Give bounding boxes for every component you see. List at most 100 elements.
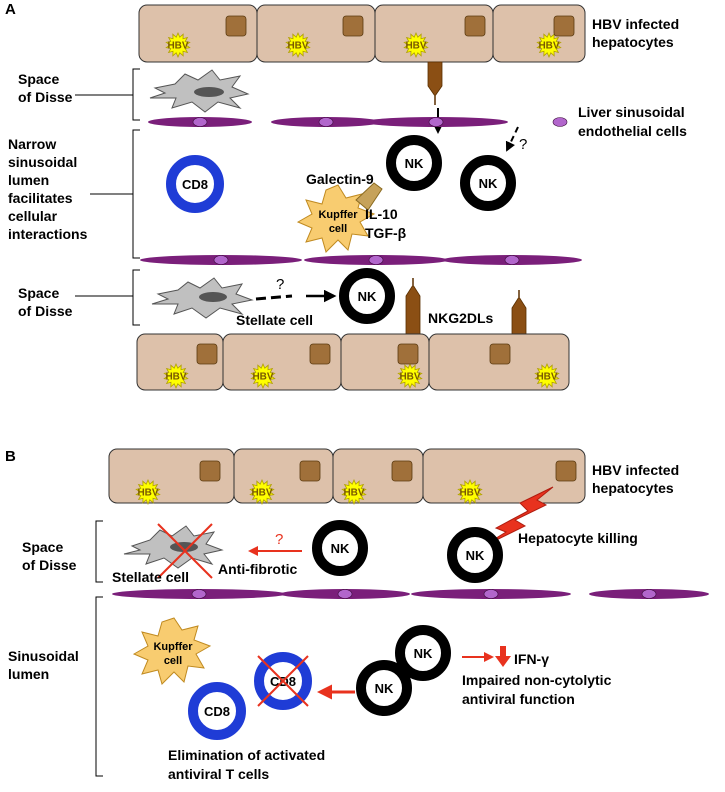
narrow-lumen-line4: facilitates — [8, 190, 73, 206]
hepatocyte-cell: HBV — [492, 4, 586, 63]
kupffer-projection — [355, 182, 383, 211]
panel-b-label: B — [5, 448, 16, 465]
svg-text:NK: NK — [466, 548, 485, 563]
kupffer-cell-b: Kupffer cell — [132, 617, 212, 685]
hepatocyte-nucleus — [553, 15, 575, 37]
cd8-cell-b2: CD8 — [188, 682, 246, 740]
space-of-disse-label-1-line1: Space — [18, 71, 59, 87]
bracket-lumen — [90, 129, 140, 259]
hepatocyte-cell: HBV — [108, 448, 235, 506]
svg-text:NK: NK — [358, 289, 377, 304]
hbv-infected-label-b-line2: hepatocytes — [592, 480, 674, 496]
kupffer-cell-a: Kupffer cell — [296, 184, 376, 253]
hepatocyte-nucleus — [196, 343, 218, 365]
hbv-virus-icon: HBV — [249, 478, 275, 506]
endothelial-cell — [140, 255, 302, 265]
space-of-disse-label-1-line2: of Disse — [18, 89, 73, 105]
nkg2dl-receptor-2 — [511, 290, 527, 336]
hbv-label: HBV — [343, 488, 364, 499]
endothelial-cell — [364, 117, 508, 127]
endothelial-cell — [411, 589, 571, 599]
svg-text:NK: NK — [479, 176, 498, 191]
hbv-virus-icon: HBV — [534, 362, 560, 390]
svg-text:NK: NK — [331, 541, 350, 556]
hepatocyte-nucleus — [391, 460, 413, 482]
svg-text:CD8: CD8 — [204, 704, 230, 719]
hepatocyte-nucleus — [555, 460, 577, 482]
il10-label: IL-10 — [365, 206, 398, 222]
narrow-lumen-line1: Narrow — [8, 136, 56, 152]
hepatocyte-nucleus — [342, 15, 364, 37]
cd8-cross-icon — [257, 655, 309, 707]
hepatocyte-cell: HBV — [256, 4, 376, 63]
narrow-lumen-line2: sinusoidal — [8, 154, 77, 170]
endothelial-row-a2 — [140, 255, 582, 265]
hbv-infected-label-a-line2: hepatocytes — [592, 34, 674, 50]
anti-fibrotic-label: Anti-fibrotic — [218, 561, 298, 577]
endothelial-row-a1 — [148, 117, 568, 127]
hbv-label: HBV — [167, 41, 188, 52]
svg-text:NK: NK — [375, 681, 394, 696]
bracket-disse-1 — [75, 68, 140, 121]
stellate-cell-label-b: Stellate cell — [112, 569, 189, 585]
space-of-disse-label-b-line1: Space — [22, 539, 63, 555]
endothelial-cell — [552, 117, 568, 127]
hepatocyte-killing-label: Hepatocyte killing — [518, 530, 638, 546]
hbv-virus-icon: HBV — [165, 31, 191, 59]
hepatocyte-nucleus — [299, 460, 321, 482]
endothelial-cell — [148, 117, 252, 127]
nkg2dls-label: NKG2DLs — [428, 310, 494, 326]
hbv-virus-icon: HBV — [457, 478, 483, 506]
hepatocyte-row-a-top: HBV HBV HBV HBV — [138, 4, 586, 63]
hepatocyte-nucleus — [397, 343, 419, 365]
hepatocyte-nucleus — [489, 343, 511, 365]
question-mark-1: ? — [519, 136, 527, 153]
hbv-label: HBV — [399, 372, 420, 383]
hbv-label: HBV — [538, 41, 559, 52]
hbv-label: HBV — [165, 372, 186, 383]
receptor-top — [427, 61, 443, 105]
hbv-virus-icon: HBV — [163, 362, 189, 390]
panel-a-label: A — [5, 1, 16, 18]
endothelial-cell — [112, 589, 286, 599]
nk-cell-a1: NK — [386, 135, 442, 191]
hepatocyte-cell: HBV — [428, 333, 570, 391]
bracket-disse-2 — [75, 269, 140, 326]
down-arrow-icon — [495, 646, 511, 667]
elimination-line2: antiviral T cells — [168, 766, 269, 782]
hbv-label: HBV — [287, 41, 308, 52]
hepatocyte-cell: HBV — [233, 448, 334, 506]
nk-cell-b4: NK — [356, 660, 412, 716]
hepatocyte-cell: HBV — [374, 4, 494, 63]
hepatocyte-cell: HBV — [136, 333, 224, 391]
endothelial-row-b — [112, 589, 709, 599]
svg-text:NK: NK — [414, 646, 433, 661]
hepatocyte-cell: HBV — [222, 333, 342, 391]
hepatocyte-row-b-top: HBV HBV HBV HBV — [108, 448, 586, 506]
hbv-virus-icon: HBV — [397, 362, 423, 390]
impaired-line1: Impaired non-cytolytic — [462, 672, 612, 688]
hepatocyte-nucleus — [225, 15, 247, 37]
hbv-label: HBV — [459, 488, 480, 499]
hbv-label: HBV — [252, 372, 273, 383]
hepatocyte-cell: HBV — [138, 4, 258, 63]
impaired-line2: antiviral function — [462, 691, 575, 707]
nk-cell-b2: NK — [447, 527, 503, 583]
ifn-gamma-label: IFN-γ — [514, 651, 549, 667]
endothelial-cell — [271, 117, 381, 127]
narrow-lumen-line6: interactions — [8, 226, 88, 242]
svg-text:CD8: CD8 — [182, 177, 208, 192]
hbv-label: HBV — [405, 41, 426, 52]
svg-text:cell: cell — [164, 655, 182, 667]
elimination-line1: Elimination of activated — [168, 747, 325, 763]
hepatocyte-nucleus — [464, 15, 486, 37]
svg-text:Kupffer: Kupffer — [318, 209, 358, 221]
stellate-cell-2 — [151, 277, 254, 319]
narrow-lumen-line3: lumen — [8, 172, 49, 188]
nk-cell-b1: NK — [312, 520, 368, 576]
svg-text:Kupffer: Kupffer — [153, 641, 193, 653]
space-of-disse-label-2-line2: of Disse — [18, 303, 73, 319]
hbv-virus-icon: HBV — [341, 478, 367, 506]
hepatocyte-cell: HBV — [422, 448, 586, 506]
